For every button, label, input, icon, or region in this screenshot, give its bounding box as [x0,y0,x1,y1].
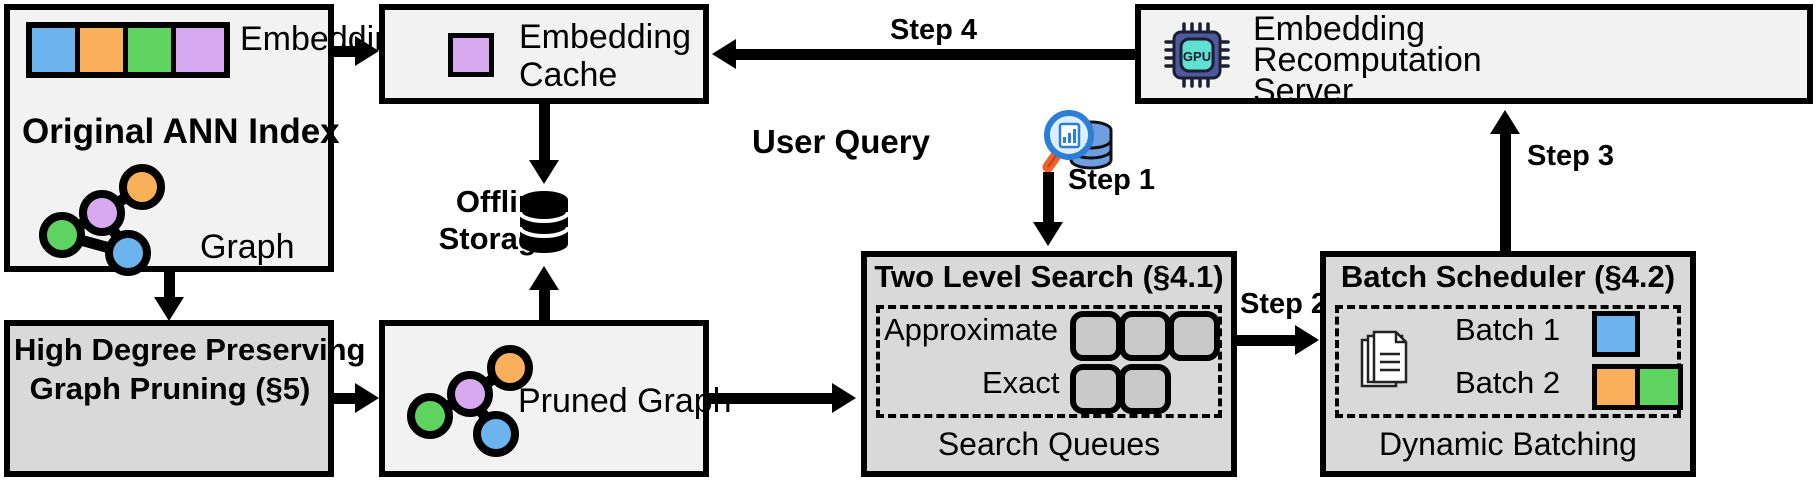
approximate-row-label: Approximate [884,312,1059,347]
embedding-strip [26,22,230,78]
queue-slot[interactable] [1070,311,1122,361]
batch-2-swatches [1592,364,1683,410]
arrow-index-to-pruning-head [154,297,184,321]
gpu-chip-icon: GPU [1164,22,1230,88]
embedding-cell-orange [80,28,128,72]
arrow-step3-head [1490,110,1520,134]
embedding-cache-box [379,4,709,104]
arrow-pruned-to-search-line [709,393,834,404]
dynamic-batching-footer: Dynamic Batching [1379,426,1637,462]
user-query-label: User Query [752,123,930,160]
database-icon [518,191,570,253]
arrow-step1-line [1043,172,1054,228]
recomputation-server-title-line1: Embedding [1253,10,1426,48]
two-level-search-box [861,251,1237,477]
dynamic-batching-group [1335,305,1681,418]
documents-stack-icon [1360,330,1408,388]
arrow-cache-to-storage-line [539,104,550,168]
graph-label: Graph [200,228,295,266]
exact-queue-slots [1070,364,1171,419]
arrow-step4-head [712,39,736,69]
step-3-label: Step 3 [1527,140,1615,172]
step-1-label: Step 1 [1068,164,1156,196]
batch-swatch-green [1635,364,1683,410]
batch-1-swatches [1592,311,1640,357]
batch-1-label: Batch 1 [1455,312,1561,347]
arrow-index-to-cache-line [334,46,362,57]
embedding-cell-green [128,28,176,72]
arrow-step1-head [1033,222,1063,246]
queue-slot[interactable] [1119,311,1171,361]
embedding-cache-swatch [448,33,494,77]
recomputation-server-box [1135,4,1813,104]
arrow-cache-to-storage-head [529,160,559,184]
recomputation-server-title-line2: Recomputation [1253,41,1482,79]
embedding-cell-blue [32,28,80,72]
queue-slot[interactable] [1070,364,1122,414]
graph-pruning-title-line2: Graph Pruning (§5) [29,371,311,406]
arrow-step4-line [735,49,1135,60]
arrow-pruned-to-storage-head [529,266,559,290]
batch-swatch-blue [1592,311,1640,357]
queue-slot[interactable] [1119,364,1171,414]
arrow-index-to-cache-head [355,36,379,66]
original-ann-index-title: Original ANN Index [22,112,340,151]
arrow-pruning-to-pruned-head [355,383,379,413]
arrow-step2-line [1237,335,1301,346]
embedding-cache-title-line2: Cache [519,56,618,94]
two-level-search-title: Two Level Search (§4.1) [874,259,1224,294]
arrow-step3-line [1500,133,1511,255]
arrow-index-to-pruning-line [164,272,175,306]
pruned-graph-title: Pruned Graph [518,382,732,420]
queue-slot[interactable] [1168,311,1220,361]
embedding-cell-purple [176,28,224,72]
search-queues-group [876,305,1222,418]
batch-swatch-orange [1592,364,1640,410]
recomputation-server-title-line3: Server [1253,72,1354,110]
arrow-pruned-to-storage-line [539,277,550,322]
svg-text:GPU: GPU [1183,49,1211,64]
arrow-pruning-to-pruned-line [334,393,362,404]
batch-2-label: Batch 2 [1455,365,1561,400]
approximate-queue-slots [1070,311,1220,366]
step-2-label: Step 2 [1240,288,1328,320]
graph-pruning-title-line1: High Degree Preserving [14,332,366,367]
search-database-icon [1042,110,1113,173]
arrow-step2-head [1295,325,1319,355]
original-index-graph [39,164,165,276]
pruned-graph-figure [407,345,533,457]
embedding-cache-title-line1: Embedding [519,18,692,56]
search-queues-footer: Search Queues [937,426,1161,462]
step-4-label: Step 4 [890,14,978,46]
batch-scheduler-title: Batch Scheduler (§4.2) [1340,259,1676,294]
arrow-pruned-to-search-head [832,383,856,413]
graph-pruning-box [4,320,334,477]
exact-row-label: Exact [982,365,1060,400]
